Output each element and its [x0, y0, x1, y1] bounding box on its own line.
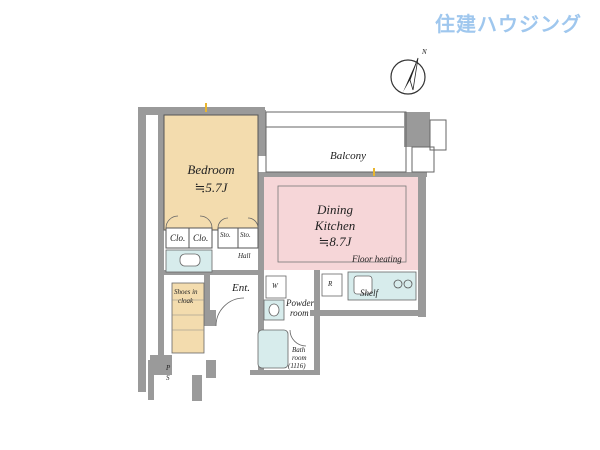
closets — [165, 227, 259, 249]
brand-logo: 住建ハウジング — [435, 12, 582, 36]
closet-doors — [165, 215, 259, 229]
shelf-label: Shelf — [360, 288, 378, 298]
kitchen-name: Kitchen — [314, 218, 356, 233]
storage-label-1: Sto. — [220, 231, 231, 239]
sink-icon — [353, 275, 373, 295]
powder-label-1: Powder — [286, 298, 314, 308]
refrigerator-box — [321, 273, 343, 297]
bedroom-size: ≒5.7J — [194, 180, 228, 195]
shoes-label-1: Shoes in — [174, 288, 198, 296]
compass-label: N — [422, 48, 427, 56]
washer-label: W — [272, 282, 278, 290]
bedroom-name: Bedroom — [187, 162, 235, 177]
floor-heating-label: Floor heating — [352, 254, 402, 264]
ps-label-s: S — [166, 374, 170, 382]
shoes-label-2: cloak — [178, 297, 194, 305]
balcony-outline — [265, 111, 447, 173]
entrance-door — [215, 297, 245, 327]
entrance-label: Ent. — [232, 282, 251, 294]
closet-label-2: Clo. — [193, 233, 209, 243]
powder-label-2: room — [290, 308, 309, 318]
bedroom-floor — [163, 114, 259, 231]
windows — [205, 103, 375, 176]
dining-kitchen-size: ≒8.7J — [318, 234, 352, 249]
bath-label-2: room — [292, 354, 307, 362]
bath-label-1: Bath — [292, 346, 306, 354]
floor-heating-zone — [277, 185, 407, 263]
bathtub — [257, 329, 289, 369]
dining-name: Dining — [316, 202, 354, 217]
hall-label: Hall — [238, 252, 251, 260]
washer-box — [265, 275, 287, 299]
bath-door — [289, 329, 307, 347]
dining-kitchen-floor — [264, 177, 418, 270]
ps-label-p: P — [166, 364, 171, 372]
refrigerator-label: R — [328, 280, 333, 288]
shoes-cloak-floor — [171, 282, 205, 354]
balcony-name: Balcony — [330, 150, 367, 162]
north-compass-icon — [390, 57, 426, 95]
closet-label-1: Clo. — [170, 233, 186, 243]
toilet-icon — [179, 253, 201, 267]
storage-label-2: Sto. — [240, 231, 251, 239]
bath-label-3: (1116) — [288, 362, 306, 370]
stove-icon — [393, 279, 413, 289]
